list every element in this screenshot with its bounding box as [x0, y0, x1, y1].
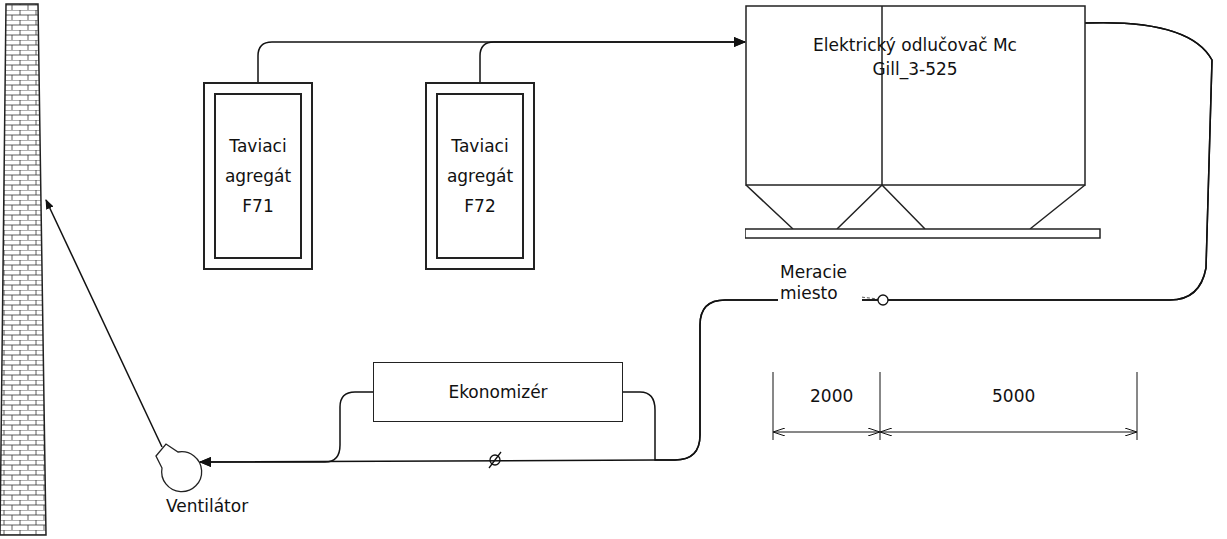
node-text: Ventilátor [166, 494, 248, 518]
fan-casing [156, 444, 202, 492]
measuring-point-label: Meracie miesto [778, 262, 862, 304]
node-text: Elektrický odlučovač Mc Gill_3-525 [745, 33, 1085, 81]
chamber-divider [881, 6, 883, 185]
base-plate [745, 229, 1100, 238]
dimension-value: 5000 [990, 385, 1037, 407]
node-text: Taviaci agregát F72 [440, 131, 520, 221]
dimension-value: 2000 [808, 385, 855, 407]
fan-outlet-arrow [46, 200, 162, 447]
duct-connector [200, 392, 373, 462]
fan-symbol: Ventilátor [152, 440, 272, 530]
precipitator: Elektrický odlučovač Mc Gill_3-525 [745, 5, 1101, 240]
duct-connector [258, 42, 745, 82]
chimney [0, 4, 46, 535]
measuring-point [878, 295, 888, 305]
furnace-box: Taviaci agregát F71 [203, 82, 313, 270]
duct-connector [480, 42, 745, 82]
economizer-box: Ekonomizér [373, 362, 623, 422]
dimension-lines [773, 372, 1137, 440]
precipitator-body [746, 6, 1085, 185]
furnace-box: Taviaci agregát F72 [425, 82, 535, 270]
hopper [746, 185, 1085, 229]
fan-outline [152, 440, 272, 530]
node-text: Ekonomizér [448, 377, 547, 407]
node-text: Taviaci agregát F71 [218, 131, 298, 221]
